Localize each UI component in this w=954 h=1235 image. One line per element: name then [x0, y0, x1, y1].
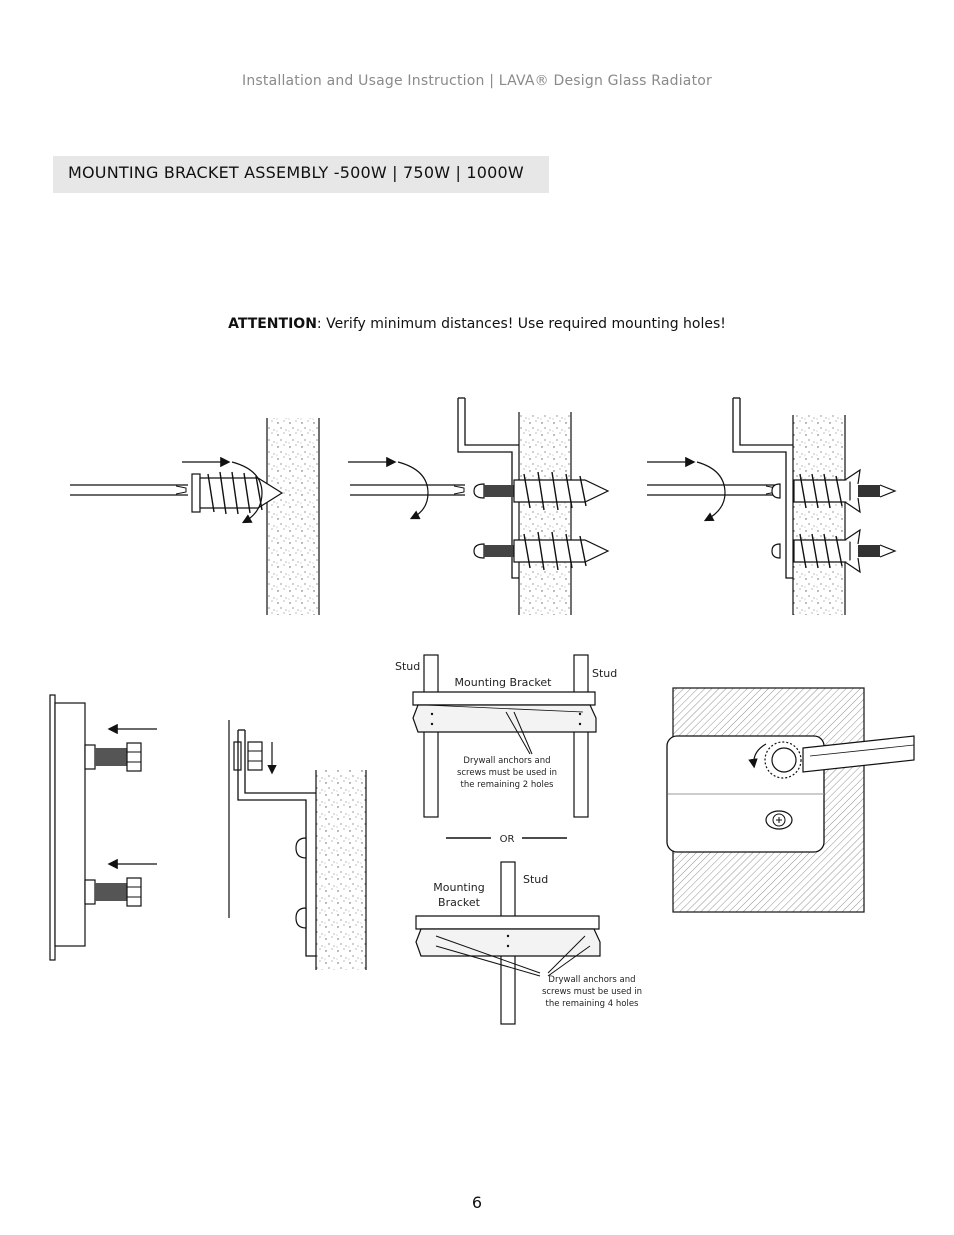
- label-mounting-line-1: Mounting: [433, 881, 485, 894]
- step-drive-anchor: [70, 418, 320, 615]
- note-four-holes-line-1: Drywall anchors and: [548, 975, 635, 985]
- label-mounting-bracket: Mounting Bracket: [455, 676, 553, 689]
- label-bracket-line-2: Bracket: [438, 896, 481, 909]
- step-fasten-bracket: [348, 397, 610, 615]
- section-title: MOUNTING BRACKET ASSEMBLY -500W | 750W |…: [53, 156, 549, 193]
- attention-label: ATTENTION: [228, 316, 317, 332]
- page-number: 6: [471, 1193, 483, 1212]
- note-two-holes-line-2: screws must be used in: [457, 768, 557, 778]
- page-header: Installation and Usage Instruction | LAV…: [241, 73, 712, 89]
- note-two-holes-line-3: the remaining 2 holes: [461, 780, 555, 790]
- bracket-on-single-stud: [415, 861, 601, 1025]
- note-two-holes-line-1: Drywall anchors and: [463, 756, 550, 766]
- label-stud-single: Stud: [523, 873, 548, 886]
- step-expand-anchors: [647, 397, 897, 615]
- note-four-holes-line-3: the remaining 4 holes: [546, 999, 640, 1009]
- step-hang-radiator: [228, 720, 367, 970]
- attention-note: ATTENTION: Verify minimum distances! Use…: [0, 316, 954, 332]
- bracket-on-two-studs: [412, 654, 597, 818]
- label-or: OR: [500, 834, 515, 845]
- label-stud-right: Stud: [592, 667, 617, 680]
- label-stud-left: Stud: [395, 660, 420, 673]
- step-attach-bolts: [49, 694, 157, 961]
- step-tighten-nut: [666, 687, 915, 913]
- attention-text: : Verify minimum distances! Use required…: [316, 316, 726, 332]
- note-four-holes-line-2: screws must be used in: [542, 987, 642, 997]
